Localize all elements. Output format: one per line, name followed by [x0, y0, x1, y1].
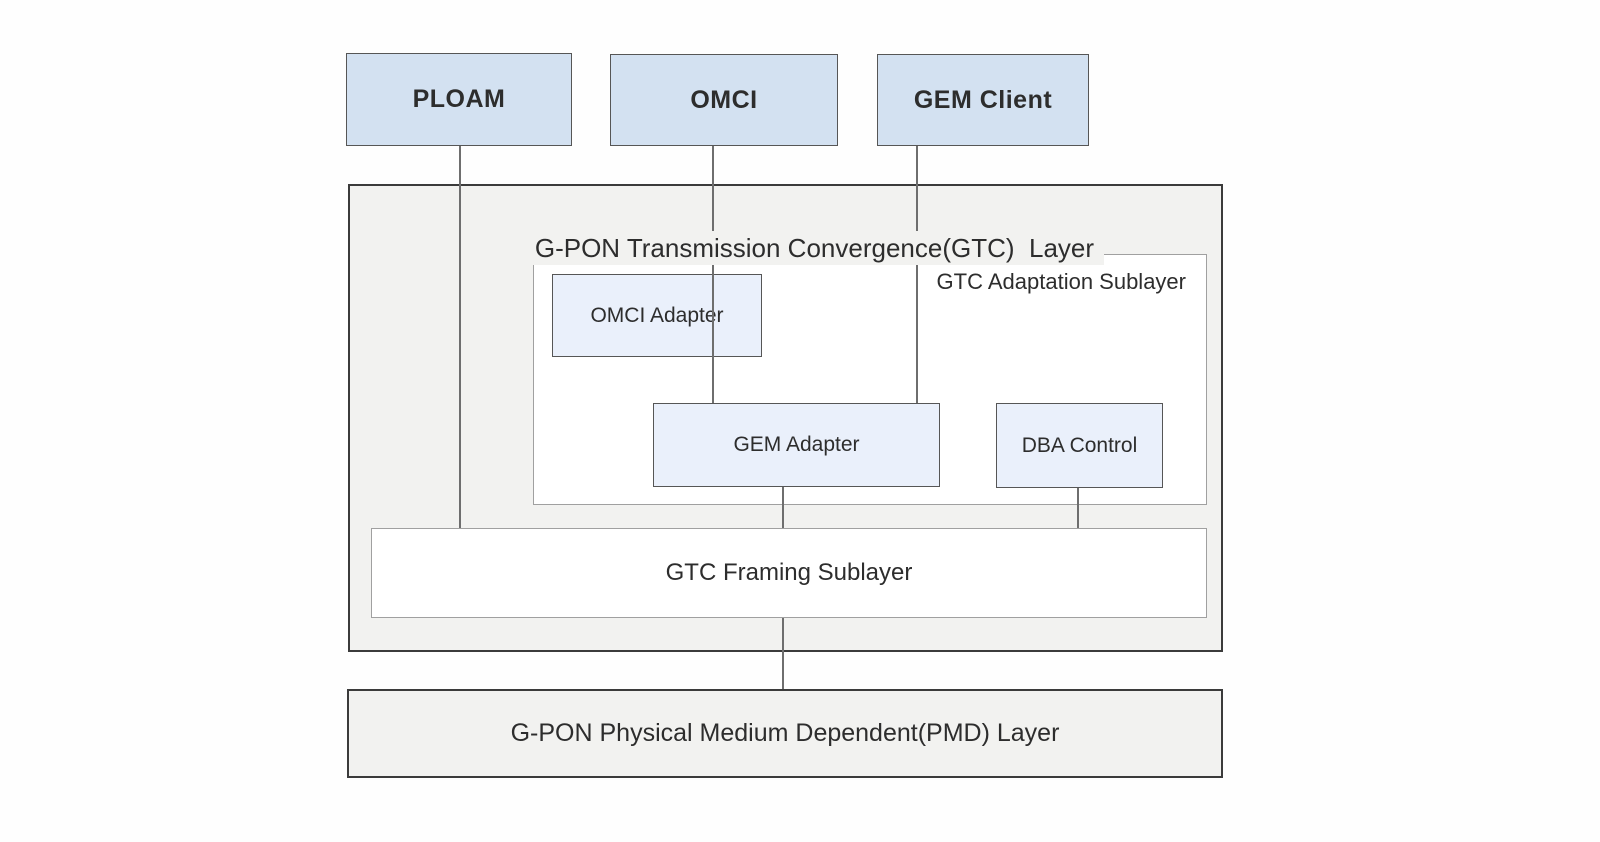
connector-dba-control-to-framing — [1077, 488, 1079, 528]
gtc-layer-title: G-PON Transmission Convergence(GTC) Laye… — [524, 231, 1105, 265]
dba-control-label: DBA Control — [1021, 433, 1138, 457]
gem-client-box: GEM Client — [877, 54, 1089, 146]
gem-adapter-box: GEM Adapter — [653, 403, 940, 487]
connector-ploam-to-framing — [459, 146, 461, 528]
connector-omci-to-gem-adapter — [712, 146, 714, 403]
gem-adapter-label: GEM Adapter — [733, 433, 860, 456]
gem-client-label: GEM Client — [913, 85, 1053, 114]
connector-gem-client-to-gem-adapter — [916, 146, 918, 403]
ploam-label: PLOAM — [412, 85, 506, 113]
pmd-layer-box: G-PON Physical Medium Dependent(PMD) Lay… — [347, 689, 1223, 778]
connector-gem-adapter-to-framing — [782, 487, 784, 528]
omci-adapter-box: OMCI Adapter — [552, 274, 762, 357]
gtc-layer-title-row: G-PON Transmission Convergence(GTC) Laye… — [0, 202, 1600, 295]
gtc-framing-sublayer-box: GTC Framing Sublayer — [371, 528, 1207, 618]
gtc-adaptation-sublayer-label: GTC Adaptation Sublayer — [936, 269, 1186, 294]
omci-label: OMCI — [690, 85, 758, 114]
ploam-box: PLOAM — [346, 53, 572, 146]
dba-control-box: DBA Control — [996, 403, 1163, 488]
pmd-layer-label: G-PON Physical Medium Dependent(PMD) Lay… — [510, 719, 1060, 747]
gtc-framing-sublayer-label: GTC Framing Sublayer — [665, 559, 913, 586]
connector-framing-to-pmd — [782, 618, 784, 689]
omci-box: OMCI — [610, 54, 838, 146]
omci-adapter-label: OMCI Adapter — [590, 303, 724, 327]
